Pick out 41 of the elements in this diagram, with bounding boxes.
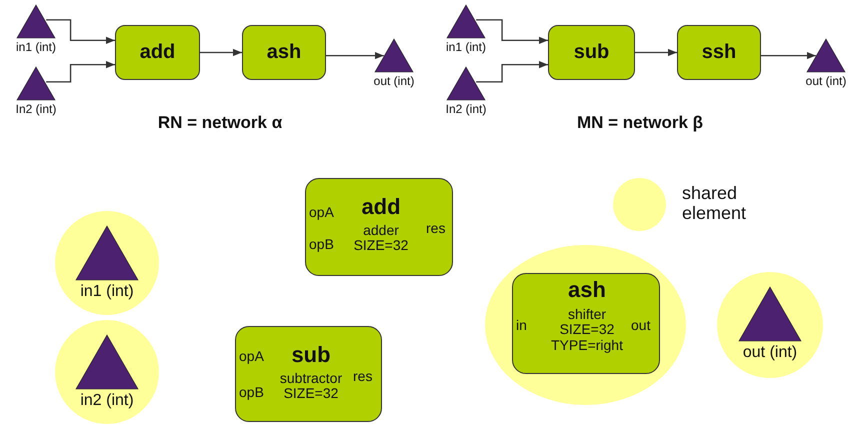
port-label: opB (309, 237, 334, 252)
arrow (761, 52, 816, 60)
process-box: sub (548, 25, 635, 80)
parameter-text: subtractor SIZE=32 (278, 371, 344, 402)
arrow (200, 48, 242, 56)
legend-label: shared element (682, 184, 748, 224)
arrow (46, 19, 115, 44)
component-box (512, 273, 660, 374)
port-label: in1 (int) (444, 41, 487, 54)
process-box: ash (242, 25, 326, 80)
process-box: add (115, 25, 200, 80)
port-label: out (int) (742, 344, 798, 362)
component-name: sub (290, 343, 332, 368)
port-label: opA (239, 349, 264, 364)
parameter-text: shifter SIZE=32 TYPE=right (550, 307, 624, 354)
port-label: out (int) (804, 75, 848, 88)
port-label: in1 (int) (79, 283, 135, 301)
port-label: res (426, 221, 446, 236)
arrow (476, 19, 548, 44)
component-name: ash (567, 278, 607, 302)
port-label: out (631, 318, 650, 334)
arrow (326, 52, 384, 60)
parameter-text: adder SIZE=32 (352, 223, 410, 254)
port-label: in (516, 318, 527, 334)
component-box (305, 178, 453, 276)
port-label: in2 (int) (79, 392, 135, 410)
process-box: ssh (677, 25, 761, 80)
arrow (46, 60, 115, 82)
arrow (635, 48, 677, 56)
port-label: opA (309, 205, 334, 220)
port-label: In2 (int) (14, 103, 58, 116)
port-label: in1 (int) (14, 41, 57, 54)
port-label: opB (239, 385, 264, 400)
port-label: In2 (int) (444, 103, 488, 116)
arrow (476, 60, 548, 82)
component-box (235, 326, 382, 422)
network-caption: RN = network α (156, 114, 284, 133)
component-name: add (360, 195, 402, 220)
network-caption: MN = network β (576, 114, 704, 133)
port-label: res (353, 369, 372, 384)
port-label: out (int) (372, 75, 416, 88)
